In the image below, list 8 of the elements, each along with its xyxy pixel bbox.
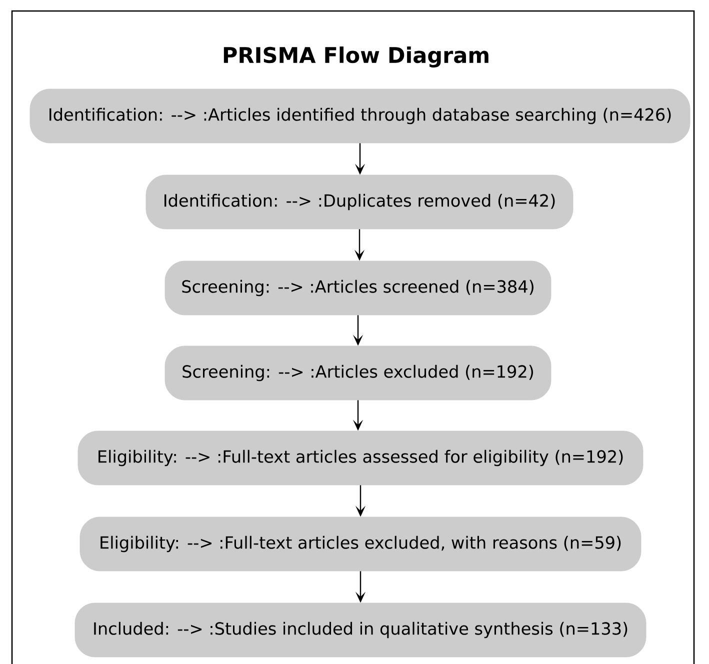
title: PRISMA Flow Diagram (224, 46, 488, 68)
process-box: Included: --> :Studies included in qualitative synthesis (n=133) (74, 602, 646, 658)
process-box: Screening: --> :Articles screened (n=384) (164, 260, 552, 316)
process-box: Identification: --> :Duplicates removed (n=42) (146, 174, 574, 230)
process-box: Screening: --> :Articles excluded (n=192) (164, 346, 552, 400)
process-box: Identification: --> :Articles identified through database searching (n=426) (30, 88, 690, 144)
process-box: Eligibility: --> :Full-text articles assessed for eligibility (n=192) (78, 430, 644, 486)
process-box: Eligibility: --> :Full-text articles excluded, with reasons (n=59) (80, 516, 642, 572)
